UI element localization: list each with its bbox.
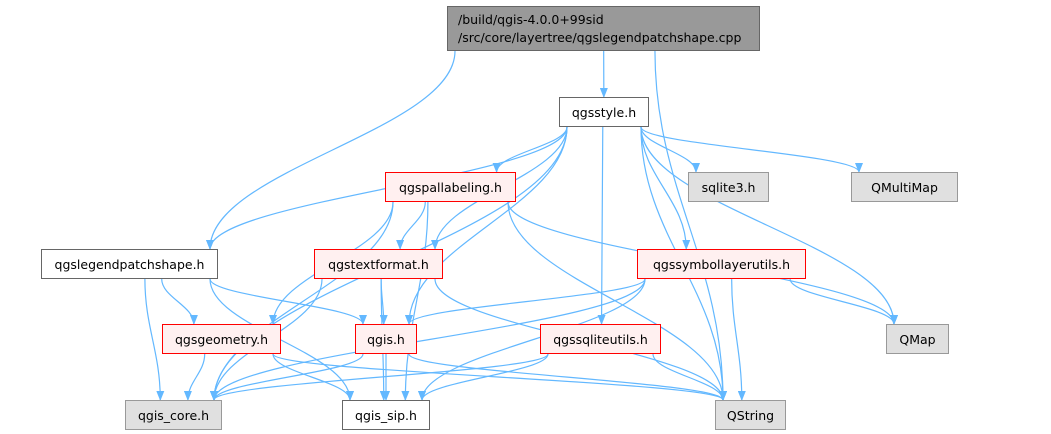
edge-qgsstyle-to-qgis (405, 126, 568, 325)
node-sqlite3[interactable]: sqlite3.h (688, 172, 769, 202)
edge-qgsgeometry-to-qstring (272, 353, 727, 401)
edge-qgslegendpatchshape-to-qgis_core (144, 278, 165, 401)
edge-qgslegendpatchshape-to-qgis (209, 278, 367, 325)
edge-qgssqliteutils-to-qstring (652, 353, 727, 401)
node-qgslegendpatchshape[interactable]: qgslegendpatchshape.h (41, 249, 218, 279)
node-qgis-sip[interactable]: qgis_sip.h (342, 400, 430, 430)
edge-qgsstyle-to-qgspallabeling (492, 126, 568, 173)
node-qgssqliteutils[interactable]: qgssqliteutils.h (540, 324, 661, 354)
node-qgis-core[interactable]: qgis_core.h (125, 400, 222, 430)
node-qgsstyle[interactable]: qgsstyle.h (559, 97, 649, 127)
edge-qgis-to-qstring (408, 353, 727, 401)
edge-qgsstyle-to-sqlite3 (640, 126, 700, 173)
edge-qgsstyle-to-qmap (640, 126, 898, 325)
edge-qgspallabeling-to-qgis_core (210, 201, 394, 401)
node-qgsgeometry[interactable]: qgsgeometry.h (162, 324, 281, 354)
node-qgssymbollayerutils[interactable]: qgssymbollayerutils.h (637, 249, 806, 279)
node-qmultimap[interactable]: QMultiMap (851, 172, 958, 202)
edge-qgspallabeling-to-qgstextformat (396, 201, 426, 250)
edge-qgis-to-qgis_core (210, 353, 364, 401)
root-path-line2: /src/core/layertree/qgslegendpatchshape.… (458, 29, 742, 45)
edge-qgspallabeling-to-qgis_sip (401, 201, 429, 401)
edge-qgssqliteutils-to-qgis_core (210, 353, 549, 401)
edge-qgssymbollayerutils-to-qgis (405, 278, 646, 325)
node-qgis[interactable]: qgis.h (355, 324, 417, 354)
edge-qgssymbollayerutils-to-qgis_sip (418, 278, 646, 401)
edge-qgssymbollayerutils-to-qstring (731, 278, 746, 401)
node-qstring[interactable]: QString (715, 400, 786, 430)
edge-qgssymbollayerutils-to-qmap (789, 278, 898, 325)
edge-qgsgeometry-to-qgis_core (183, 353, 206, 401)
node-qmap[interactable]: QMap (886, 324, 949, 354)
edge-root-to-qstring (654, 50, 727, 401)
edge-qgsstyle-to-qgssqliteutils (597, 126, 606, 325)
edge-qgsstyle-to-qgssymbollayerutils (640, 126, 691, 250)
edge-qgsgeometry-to-qgis_sip (272, 353, 354, 401)
node-qgstextformat[interactable]: qgstextformat.h (314, 249, 443, 279)
edge-root-to-qgslegendpatchshape (206, 50, 456, 250)
edge-qgsstyle-to-qmultimap (640, 126, 863, 173)
edge-qgslegendpatchshape-to-qgsgeometry (161, 278, 198, 325)
node-root-file[interactable]: /build/qgis-4.0.0+99sid/src/core/layertr… (447, 6, 760, 51)
node-qgspallabeling[interactable]: qgspallabeling.h (385, 172, 516, 202)
root-path-line1: /build/qgis-4.0.0+99sid (458, 11, 604, 27)
edge-qgssymbollayerutils-to-qgis_core (210, 278, 646, 401)
edge-qgssqliteutils-to-qgis_sip (418, 353, 549, 401)
